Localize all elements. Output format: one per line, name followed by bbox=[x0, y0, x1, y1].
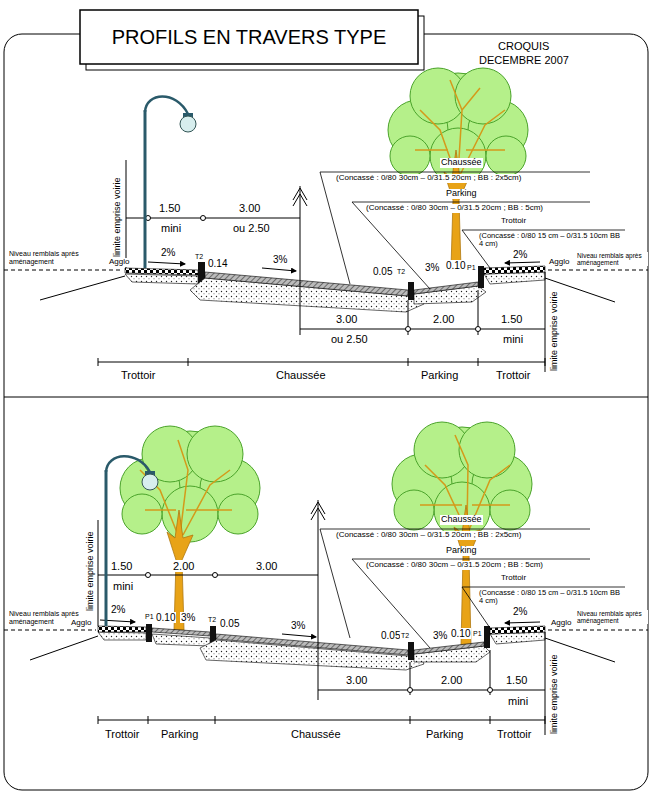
dimension-label: 3.00 bbox=[255, 560, 278, 572]
dimension-label: 1.50 bbox=[500, 313, 523, 325]
dimension-label: 0.10 bbox=[445, 260, 466, 271]
text-label: T2 bbox=[400, 632, 410, 640]
dimension-label: 1.50 bbox=[110, 560, 133, 572]
text-label: P1 bbox=[144, 613, 155, 621]
text-label: mini bbox=[160, 222, 182, 234]
layer-spec-note: (Concassé : 0/80 30cm – 0/31.5 20cm ; BB… bbox=[335, 531, 522, 540]
text-label: Niveau remblais après aménagement bbox=[576, 252, 648, 266]
text-label: Parking bbox=[445, 189, 478, 199]
text-label: Agglo bbox=[108, 258, 130, 267]
text-label: mini bbox=[502, 333, 524, 345]
layer-spec-note: (Concassé : 0/80 30cm – 0/31.5 20cm ; BB… bbox=[335, 174, 522, 183]
text-label: Trottoir bbox=[495, 369, 531, 381]
limit-label: limite emprise voirie bbox=[86, 530, 96, 612]
text-label: Parking bbox=[445, 546, 478, 556]
text-label: mini bbox=[112, 580, 134, 592]
text-label: Niveau remblais après aménagement bbox=[576, 610, 648, 624]
text-label: DECEMBRE 2007 bbox=[478, 54, 570, 66]
dimension-label: 0.10 bbox=[450, 628, 471, 639]
layer-spec-note: (Concassé : 0/80 30cm – 0/31.5 20cm ; BB… bbox=[365, 561, 544, 570]
drawing-title: PROFILS EN TRAVERS TYPE bbox=[80, 10, 418, 64]
text-label: T2 bbox=[207, 616, 217, 624]
text-label: Trottoir bbox=[104, 728, 140, 740]
text-label: mini bbox=[507, 695, 529, 707]
slope-label: 3% bbox=[180, 612, 196, 623]
dimension-label: 1.50 bbox=[505, 674, 528, 686]
text-label: Agglo bbox=[548, 258, 570, 267]
text-label: Parking bbox=[160, 728, 199, 740]
dimension-label: 2.00 bbox=[440, 674, 463, 686]
text-label: Trottoir bbox=[120, 369, 156, 381]
slope-label: 3% bbox=[290, 620, 306, 631]
slope-label: 2% bbox=[512, 249, 528, 260]
text-label: Chaussée bbox=[440, 158, 483, 168]
slope-label: 2% bbox=[110, 604, 126, 615]
text-label: P1 bbox=[472, 630, 483, 638]
dimension-label: 3.00 bbox=[335, 313, 358, 325]
dimension-label: 0.05 bbox=[372, 266, 393, 277]
dimension-label: 2.00 bbox=[172, 560, 195, 572]
slope-label: 3% bbox=[432, 630, 448, 641]
text-label: Trottoir bbox=[500, 217, 527, 226]
limit-label: limite emprise voirie bbox=[550, 653, 560, 735]
text-label: Trottoir bbox=[496, 728, 532, 740]
text-label: ou 2.50 bbox=[330, 333, 369, 345]
text-label: ou 2.50 bbox=[232, 222, 271, 234]
layer-spec-note: (Concassé : 0/80 15 cm – 0/31.5 10cm BB … bbox=[478, 589, 625, 606]
text-label: Chaussée bbox=[275, 369, 327, 381]
dimension-label: 0.14 bbox=[207, 258, 228, 269]
text-label: Parking bbox=[420, 369, 459, 381]
text-label: Chaussée bbox=[290, 728, 342, 740]
dimension-label: 0.10 bbox=[155, 612, 176, 623]
dimension-label: 0.05 bbox=[219, 618, 240, 629]
dimension-label: 3.00 bbox=[345, 674, 368, 686]
slope-label: 3% bbox=[424, 262, 440, 273]
text-label: Niveau remblais après aménagement bbox=[8, 250, 85, 265]
dimension-label: 0.05 bbox=[380, 630, 401, 641]
text-label: Parking bbox=[425, 728, 464, 740]
layer-spec-note: (Concassé : 0/80 30cm – 0/31.5 20cm ; BB… bbox=[365, 204, 544, 213]
dimension-label: 3.00 bbox=[238, 202, 261, 214]
text-label: Chaussée bbox=[440, 515, 483, 525]
text-label: T2 bbox=[396, 268, 406, 276]
text-label: T2 bbox=[194, 253, 204, 261]
limit-label: limite emprise voirie bbox=[550, 290, 560, 372]
text-label: P1 bbox=[466, 264, 477, 272]
slope-label: 3% bbox=[272, 254, 288, 265]
text-label: Trottoir bbox=[500, 574, 527, 583]
slope-label: 2% bbox=[160, 247, 176, 258]
slope-label: 2% bbox=[512, 606, 528, 617]
text-label: Agglo bbox=[70, 619, 92, 628]
layer-spec-note: (Concassé : 0/80 15 cm – 0/31.5 10cm BB … bbox=[478, 232, 625, 249]
limit-label: limite emprise voirie bbox=[113, 176, 123, 258]
dimension-label: 1.50 bbox=[158, 202, 181, 214]
dimension-label: 2.00 bbox=[432, 313, 455, 325]
text-label: CROQUIS bbox=[497, 40, 550, 52]
text-label: Agglo bbox=[550, 619, 572, 628]
